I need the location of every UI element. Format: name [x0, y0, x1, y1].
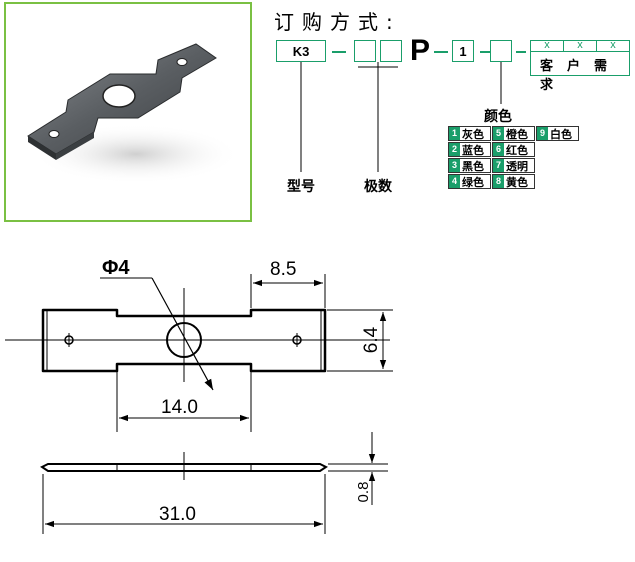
custom-divider [530, 51, 630, 52]
phi-leader [151, 277, 214, 391]
custom-divider [596, 40, 597, 51]
height-dim: 6.4 [361, 326, 382, 353]
length-dim: 31.0 [159, 504, 196, 525]
pole-box-1 [354, 40, 376, 62]
custom-divider [563, 40, 564, 51]
dash [516, 51, 526, 53]
custom-mark: x [610, 39, 616, 51]
ordering-title: 订购方式: [274, 10, 401, 34]
color-title: 颜色 [484, 109, 512, 125]
technical-drawing: Φ4 8.5 6.4 14.0 0.8 31.0 [5, 257, 393, 534]
hole-spacing-dim: 14.0 [161, 397, 198, 418]
color-box [490, 40, 512, 62]
product-photo [27, 43, 241, 184]
thickness-dim: 0.8 [355, 482, 372, 503]
dash [434, 51, 448, 53]
poles-note: 极数 [364, 179, 392, 195]
pole-box-2 [380, 40, 402, 62]
model-note: 型号 [287, 179, 315, 195]
side-view-plate [40, 463, 328, 472]
hole-dia-label: Φ4 [102, 257, 130, 279]
custom-box [530, 40, 630, 76]
custom-label: 客户需求 [540, 59, 622, 93]
letter-p: P [410, 34, 431, 67]
tab-width-dim: 8.5 [270, 259, 296, 280]
leader-lines [300, 62, 502, 172]
dash [480, 51, 490, 53]
p-suffix-box: 1 [452, 40, 474, 62]
center-hole [166, 322, 202, 358]
custom-mark: x [577, 39, 583, 51]
product-photo-frame [4, 2, 252, 222]
dash [332, 51, 346, 53]
model-code-box: K3 [276, 40, 326, 62]
custom-mark: x [544, 39, 550, 51]
